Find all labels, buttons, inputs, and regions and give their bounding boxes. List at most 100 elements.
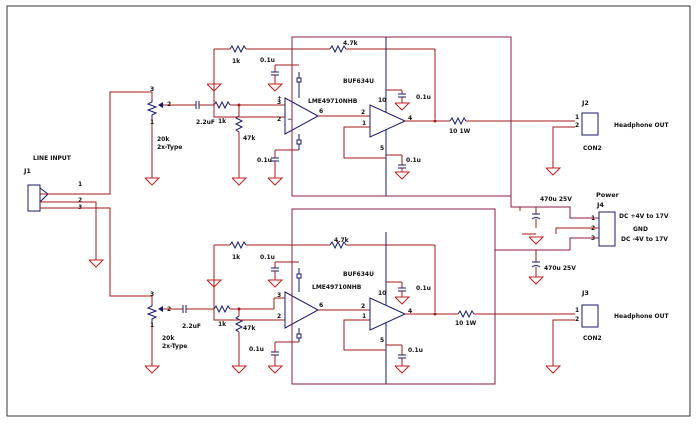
r-bot-in-value: 1k [218,321,227,328]
buf-bot-pin4: 4 [408,308,412,315]
supply-box-top [291,36,512,197]
supply-box-bottom [291,208,496,385]
j3-headphone-label: Headphone OUT [614,313,670,320]
ground-icon [394,365,411,374]
wire-j1-gnd [70,201,97,260]
cap-bot-in-value: 2.2uF [182,323,201,330]
j3-pin1: 1 [575,307,579,314]
ground-icon [528,236,545,245]
gnd-label: GND [633,226,648,233]
ground-icon [267,83,284,92]
opamp-bot-pin2: 2 [277,313,281,320]
buf-bot-pin1: 1 [362,313,366,320]
ground-icon [88,259,105,268]
buffer-bottom [369,297,407,331]
pot-top-value: 20k [157,136,170,143]
opamp-bot-pin3: 3 [277,292,281,299]
resistor-top-fb [229,44,247,54]
buf-bot-pin10: 10 [378,290,386,297]
wire-j1-top [70,91,153,195]
cap-bot-01b-value: 0.1u [249,346,264,353]
dc-pos-label: DC +4V to 17V [619,213,669,220]
resistor-top-4k7 [329,44,347,54]
buf-top-label: BUF634U [343,78,374,85]
ground-icon [394,102,411,111]
resistor-bottom-out [457,309,475,319]
ground-icon [267,365,284,374]
j3-con2-label: CON2 [583,335,602,342]
ground-icon [528,276,545,285]
pot-bot-pin3: 3 [150,291,154,298]
opamp-top [284,97,320,135]
r-bot-47k-value: 47k [243,325,256,332]
opamp-top-pin6: 6 [319,108,323,115]
ground-icon [144,365,161,374]
pot-bot-pin1: 1 [150,322,154,329]
r-top-4k7-value: 4.7k [343,40,359,47]
buf-top-pin1: 1 [362,120,366,127]
wire-j1-bottom [70,207,153,304]
cap-top-01b-value: 0.1u [257,157,272,164]
ground-icon [394,171,411,180]
j1-pin2: 2 [78,197,82,204]
potentiometer-bottom [146,304,163,322]
buf-top-pin10: 10 [378,97,386,104]
pot-top-taper: 2x-Type [157,144,182,151]
r-top-in-value: 1k [218,118,227,125]
ground-icon [231,177,248,186]
opamp-top-label: LME49710NHB [308,98,358,105]
buffer-top [369,104,407,138]
resistor-bottom-fb [229,240,247,250]
capacitor-bottom-in [182,305,187,313]
resistor-top-out [449,116,467,126]
cap-top-in-value: 2.2uF [196,119,215,126]
ground-icon [267,279,284,288]
buf-bot-pin5: 5 [380,337,384,344]
line-input-label: LINE INPUT [33,155,72,162]
pot-top-pin1: 1 [150,119,154,126]
j1-label: J1 [23,167,31,175]
opamp-bot-pin6: 6 [319,302,323,309]
r-bot-4k7-value: 4.7k [334,237,350,244]
pot-top-pin3: 3 [150,86,154,93]
ground-icon [545,365,562,374]
j2-headphone-label: Headphone OUT [614,122,670,129]
j2-pin2: 2 [575,122,579,129]
cap-buf-top-b-value: 0.1u [406,157,421,164]
connector-j2 [581,112,599,136]
ground-icon [206,279,223,288]
j2-label: J2 [581,99,589,107]
r-bot-fb-value: 1k [232,254,241,261]
cap-bot-01a-value: 0.1u [260,254,275,261]
r-top-fb-value: 1k [232,58,241,65]
buf-bot-pin2: 2 [361,303,365,310]
j2-pin1: 1 [575,114,579,121]
pot-bot-taper: 2x-Type [162,343,187,350]
ground-icon [267,177,284,186]
opamp-bot-label: LME49710NHB [312,284,362,291]
svg-text:+: + [277,95,282,102]
j1-pin1: 1 [78,181,82,188]
opamp-top-pin3: 3 [277,99,281,106]
j3-label: J3 [581,289,589,297]
power-label: Power [596,191,620,199]
buf-top-pin4: 4 [408,115,412,122]
j3-pin2: 2 [575,316,579,323]
j2-con2-label: CON2 [583,145,602,152]
ground-icon [206,83,223,92]
ground-icon [231,365,248,374]
j4-label: J4 [596,201,604,209]
line-input-jack [27,184,70,212]
r-bot-out-value: 10 1W [455,320,477,327]
connector-j4 [598,211,616,247]
ground-icon [144,177,161,186]
cap-470-top-value: 470u 25V [540,196,572,203]
resistor-bottom-4k7 [329,240,347,250]
sheet-border [6,5,691,417]
svg-text:−: − [287,116,292,123]
cap-buf-top-a-value: 0.1u [416,94,431,101]
connector-j3 [581,304,599,328]
dc-neg-label: DC -4V to 17V [621,236,668,243]
potentiometer-top [146,100,163,118]
